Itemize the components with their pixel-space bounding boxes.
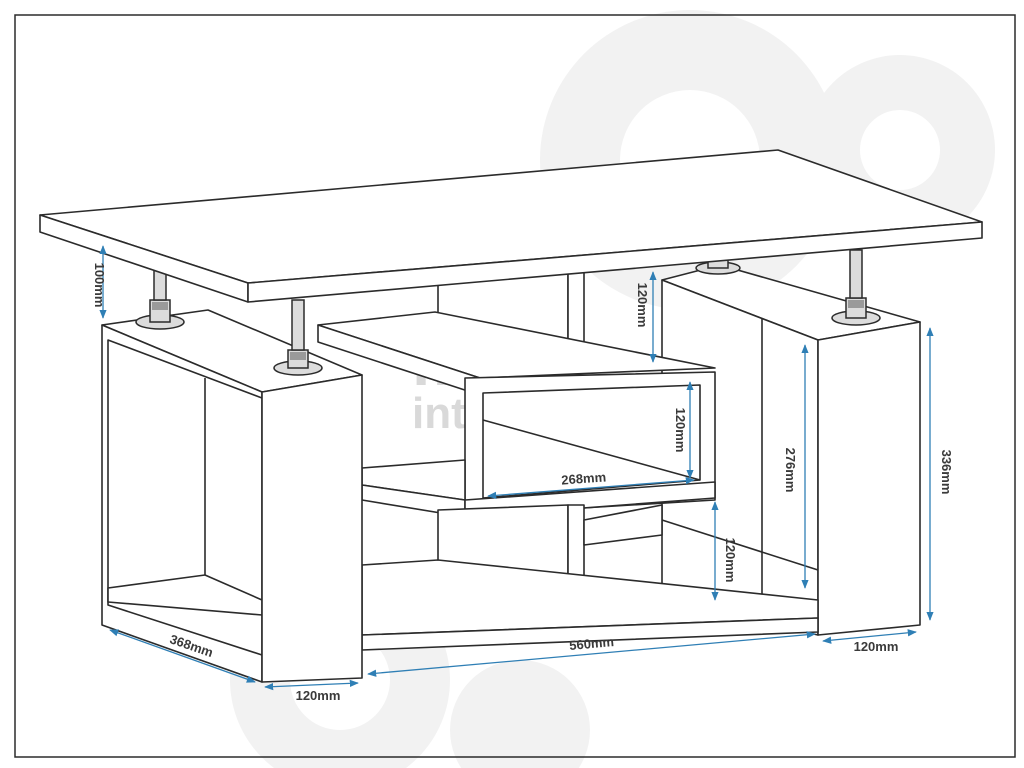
dim-label-left-width: 120mm <box>296 688 341 703</box>
dim-label-lower-gap: 120mm <box>723 538 738 583</box>
left-cabinet <box>101 309 363 683</box>
dimension-lines <box>99 245 934 691</box>
drawing-frame <box>14 14 1016 758</box>
dim-label-top-thickness: 100mm <box>92 263 107 308</box>
dim-label-upper-gap: 120mm <box>635 283 650 328</box>
dim-label-right-width: 120mm <box>854 639 899 654</box>
dim-label-overall-height: 336mm <box>939 450 954 495</box>
dim-label-base-width: 560mm <box>569 634 615 653</box>
dim-label-box-height: 120mm <box>673 408 688 453</box>
dim-label-box-width: 268mm <box>561 469 607 487</box>
dim-label-inner-height: 276mm <box>783 448 798 493</box>
support-posts <box>135 249 881 376</box>
table-top <box>39 149 983 303</box>
